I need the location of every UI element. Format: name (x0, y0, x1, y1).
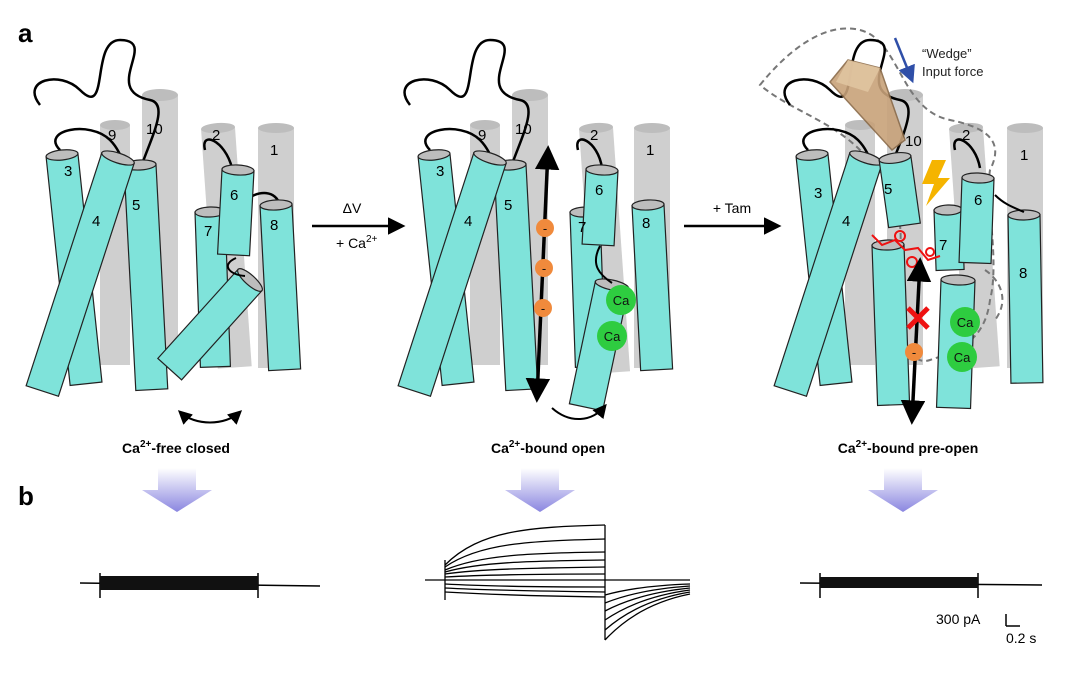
open-helix-label-3: 3 (436, 163, 444, 180)
transition-label-calcium: + Ca2+ (336, 234, 378, 251)
panel-label-b: b (18, 481, 34, 511)
calcium-label: Ca (957, 315, 974, 330)
helix-8 (259, 199, 302, 372)
preopen-helix-label-8: 8 (1019, 265, 1027, 282)
down-arrow-icon (868, 468, 938, 512)
helix-4 (25, 150, 135, 398)
panel-label-a: a (18, 18, 33, 48)
state-closed-diagram: 3 4 5 9 10 2 1 6 7 8 (25, 38, 302, 425)
preopen-helix-label-1: 1 (1020, 147, 1028, 164)
preopen-helix-label-6: 6 (974, 192, 982, 209)
charge-symbol: - (543, 221, 547, 236)
calcium-ion: Ca (950, 307, 980, 337)
input-force-arrow (893, 37, 915, 84)
state-preopen-sup: 2+ (856, 439, 868, 450)
wedge-label-line2: Input force (922, 64, 983, 79)
charge-dot: - (536, 219, 554, 237)
scale-time-label: 0.2 s (1006, 630, 1036, 646)
charge-symbol: - (542, 261, 546, 276)
open-helix-label-2: 2 (590, 127, 598, 144)
open-helix-label-4: 4 (464, 213, 472, 230)
block-x-icon (906, 306, 930, 330)
helix-6 (216, 164, 255, 257)
preopen-helix-label-4: 4 (842, 213, 850, 230)
scale-bar: 300 pA 0.2 s (936, 611, 1036, 646)
state-open-sup: 2+ (509, 439, 521, 450)
open-helix-label-6: 6 (595, 182, 603, 199)
helix-label-1: 1 (270, 142, 278, 159)
state-label-closed: Ca2+-free closed (122, 439, 230, 456)
calcium-ion: Ca (597, 321, 627, 351)
open-helix-label-10: 10 (515, 121, 532, 138)
transition-arrow-2: + Tam (684, 200, 782, 235)
open-helix-label-8: 8 (642, 215, 650, 232)
wedge-label-line1: “Wedge” (922, 46, 972, 61)
helix-label-7: 7 (204, 223, 212, 240)
preopen-helix-label-2: 2 (962, 127, 970, 144)
preopen-helix-label-3: 3 (814, 185, 822, 202)
transition-label-tam: + Tam (713, 200, 751, 216)
helix-label-3: 3 (64, 163, 72, 180)
down-arrow-icon (505, 468, 575, 512)
curved-arrow-icon (551, 403, 607, 421)
helix-label-10: 10 (146, 121, 163, 138)
helix-label-4: 4 (92, 213, 100, 230)
transition-label-calcium-main: + Ca (336, 235, 366, 251)
preopen-helix-label-10: 10 (905, 133, 922, 150)
open-helix-label-5: 5 (504, 197, 512, 214)
helix-label-5: 5 (132, 197, 140, 214)
calcium-label: Ca (613, 293, 630, 308)
trace-preopen (799, 573, 1043, 598)
state-closed-main: Ca (122, 440, 140, 456)
helix-label-9: 9 (108, 127, 116, 144)
state-open-diagram: 3 4 5 9 10 2 1 6 7 8 - - - Ca Ca (397, 38, 674, 421)
state-closed-sup: 2+ (140, 439, 152, 450)
calcium-ion: Ca (606, 285, 636, 315)
state-preopen-main: Ca (838, 440, 856, 456)
calcium-label: Ca (604, 329, 621, 344)
helix-label-8: 8 (270, 217, 278, 234)
state-preopen-rest: -bound pre-open (867, 440, 978, 456)
transition-label-calcium-sup: 2+ (366, 234, 378, 245)
helix-tm6-lower (156, 268, 263, 381)
scale-current-label: 300 pA (936, 611, 981, 627)
helix-label-6: 6 (230, 187, 238, 204)
open-helix-label-1: 1 (646, 142, 654, 159)
down-arrow-icon (142, 468, 212, 512)
open-helix-label-9: 9 (478, 127, 486, 144)
charge-dot: - (905, 343, 923, 361)
charge-symbol: - (541, 301, 545, 316)
preopen-helix-label-5: 5 (884, 181, 892, 198)
transition-label-voltage: ΔV (343, 200, 362, 216)
preopen-helix-label-7: 7 (939, 237, 947, 254)
lightning-icon (922, 160, 950, 206)
state-closed-rest: -free closed (151, 440, 230, 456)
state-open-main: Ca (491, 440, 509, 456)
helix-label-2: 2 (212, 127, 220, 144)
trace-open (425, 524, 691, 641)
blocked-permeation-arrow (900, 257, 932, 425)
transition-arrow-1: ΔV + Ca2+ (312, 200, 406, 251)
state-label-preopen: Ca2+-bound pre-open (838, 439, 979, 456)
charge-dot: - (534, 299, 552, 317)
open-helix-label-7: 7 (578, 219, 586, 236)
calcium-label: Ca (954, 350, 971, 365)
trace-closed (79, 573, 321, 598)
calcium-ion: Ca (947, 342, 977, 372)
state-label-open: Ca2+-bound open (491, 439, 605, 456)
charge-symbol: - (912, 345, 916, 360)
state-preopen-diagram: 3 4 5 10 2 1 6 7 8 “Wedge” Input force (758, 27, 1044, 425)
state-open-rest: -bound open (520, 440, 605, 456)
curved-double-arrow-icon (177, 410, 243, 425)
charge-dot: - (535, 259, 553, 277)
